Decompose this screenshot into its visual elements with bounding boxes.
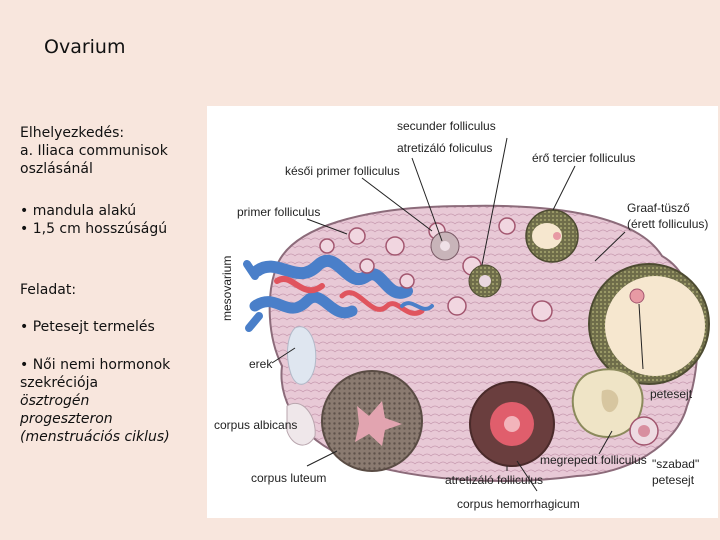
label-corpus-albicans: corpus albicans [214,418,298,432]
location-line-2: oszlásánál [20,161,93,177]
task-heading: Feladat: [20,282,77,298]
label-secunder: secunder folliculus [397,119,496,133]
small-follicles [319,217,553,322]
hormone-progesterone: progeszteron [20,411,113,427]
erek-region [287,326,317,385]
mesovarium-vessels [243,254,434,332]
label-petesejt: petesejt [650,387,693,401]
label-szabad: "szabad" [652,457,699,471]
label-corpus-hemorrhagicum: corpus hemorrhagicum [457,497,580,511]
hormone-estrogen: ösztrogén [20,393,90,409]
label-megrepedt: megrepedt folliculus [540,453,647,467]
task-2: • Női nemi hormonok [20,357,171,373]
label-erek: erek [249,357,273,371]
size-bullet: • 1,5 cm hosszúságú [20,221,168,237]
task-1: • Petesejt termelés [20,319,155,335]
label-graaf: Graaf-tüsző [627,201,690,215]
label-primer: primer folliculus [237,205,320,219]
label-szabad-petesejt: petesejt [652,473,695,487]
location-heading: Elhelyezkedés: [20,125,125,141]
location-line-1: a. Iliaca communisok [20,143,168,159]
label-kesoi-primer: késői primer folliculus [285,164,400,178]
label-mesovarium: mesovarium [220,256,234,321]
shape-bullet: • mandula alakú [20,203,137,219]
label-atretizalo-top: atretizáló foliculus [397,141,492,155]
ovary-illustration: secunder folliculus atretizáló foliculus… [220,119,710,511]
slide-title: Ovarium [44,36,126,58]
task-2-continued: szekréciója [20,375,99,391]
corpus-albicans-zone [286,403,316,446]
label-corpus-luteum: corpus luteum [251,471,326,485]
location-block: Elhelyezkedés: a. Iliaca communisok oszl… [20,124,168,178]
label-graaf-sub: (érett folliculus) [627,217,708,231]
label-leaders [271,137,644,492]
task-2-block: • Női nemi hormonok szekréciója ösztrogé… [20,356,170,446]
menstrual-cycle: (menstruációs ciklus) [20,429,170,445]
label-atretizalo-bottom: atretizáló folliculus [445,473,543,487]
label-ero-tercier: érő tercier folliculus [532,151,635,165]
ovary-diagram: secunder folliculus atretizáló foliculus… [207,106,718,518]
shape-block: • mandula alakú • 1,5 cm hosszúságú [20,202,167,238]
